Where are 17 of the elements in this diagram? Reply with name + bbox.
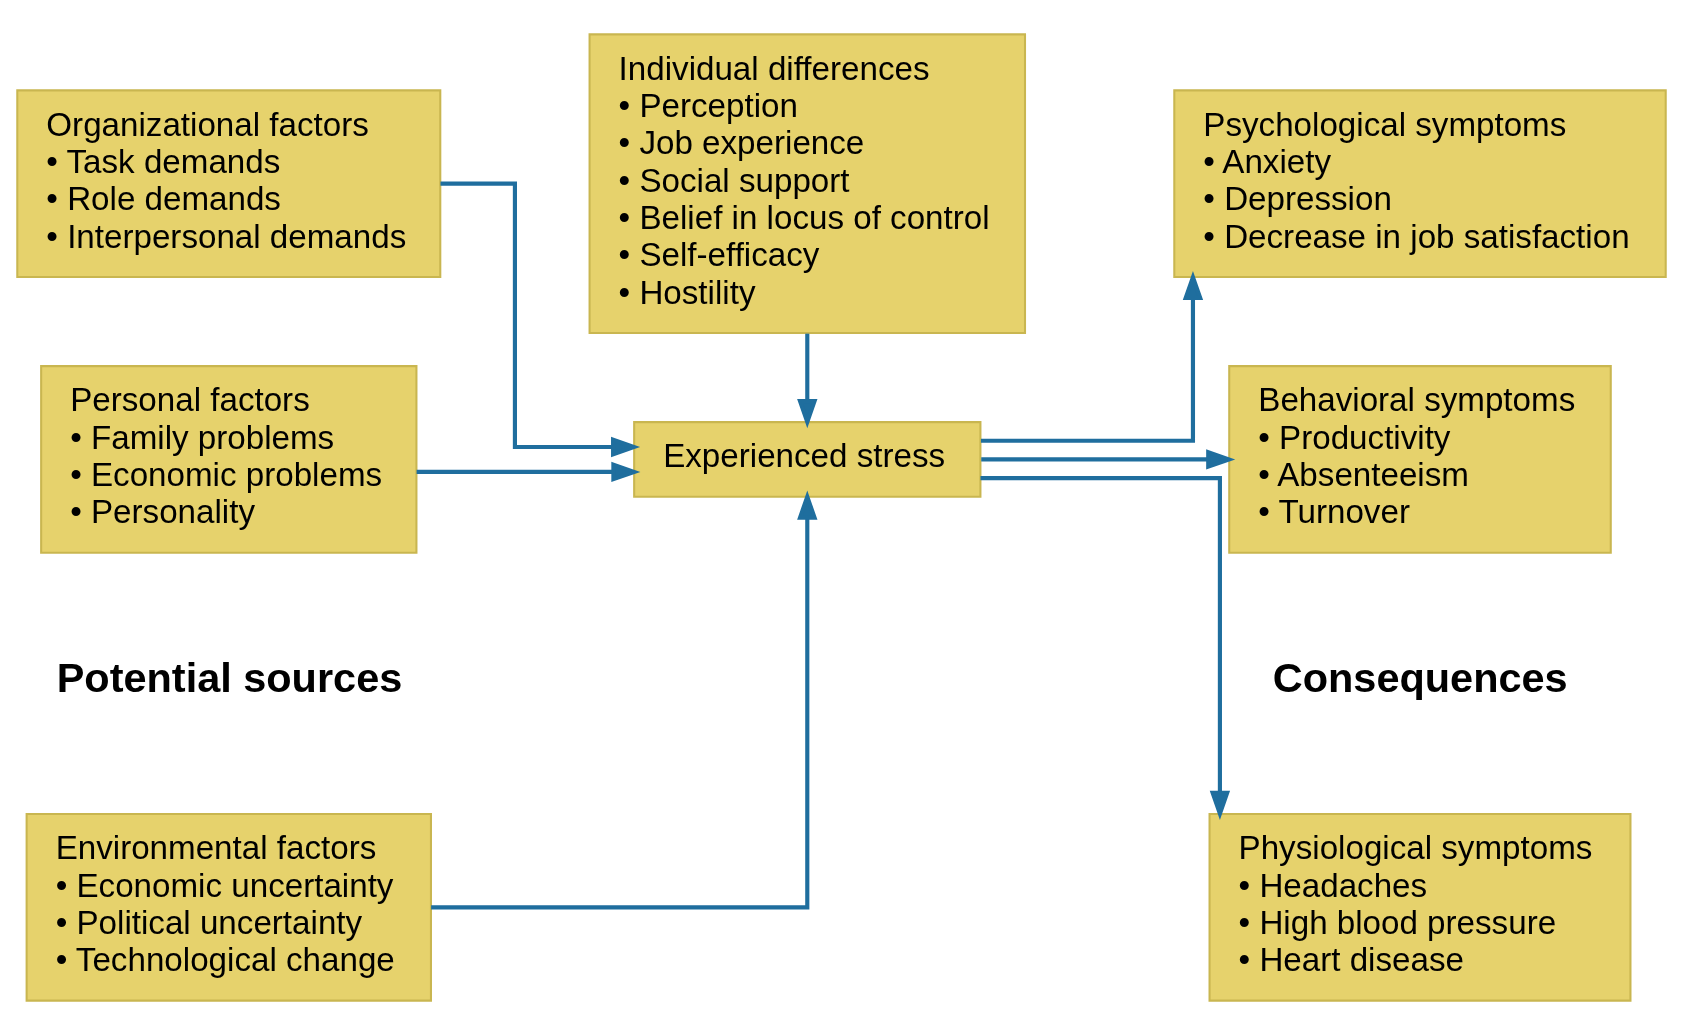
node-box: Psychological symptoms • Anxiety • Depression • Decrease in job satisfaction bbox=[1172, 89, 1667, 278]
node-box: Experienced stress bbox=[632, 421, 981, 498]
node-box: Individual differences • Perception • Job experience • Social support • Belief in locus of control • Self-efficacy • Hostility bbox=[588, 33, 1026, 334]
node-box: Behavioral symptoms • Productivity • Absenteeism • Turnover bbox=[1227, 365, 1612, 554]
label: Potential sources bbox=[56, 653, 402, 701]
arrow bbox=[980, 449, 1235, 470]
arrow bbox=[980, 270, 1203, 443]
arrow bbox=[430, 490, 817, 910]
node-box: Environmental factors • Economic uncertainty • Political uncertainty • Technological change bbox=[25, 812, 432, 1002]
node-box: Physiological symptoms • Headaches • High blood pressure • Heart disease bbox=[1208, 812, 1631, 1002]
arrow bbox=[796, 333, 817, 429]
arrow bbox=[440, 181, 640, 458]
label: Consequences bbox=[1272, 653, 1568, 701]
node-box: Organizational factors • Task demands • Role demands • Interpersonal demands bbox=[15, 89, 441, 278]
arrow bbox=[416, 461, 640, 483]
arrow bbox=[980, 476, 1230, 820]
node-box: Personal factors • Family problems • Economic problems • Personality bbox=[39, 365, 417, 554]
